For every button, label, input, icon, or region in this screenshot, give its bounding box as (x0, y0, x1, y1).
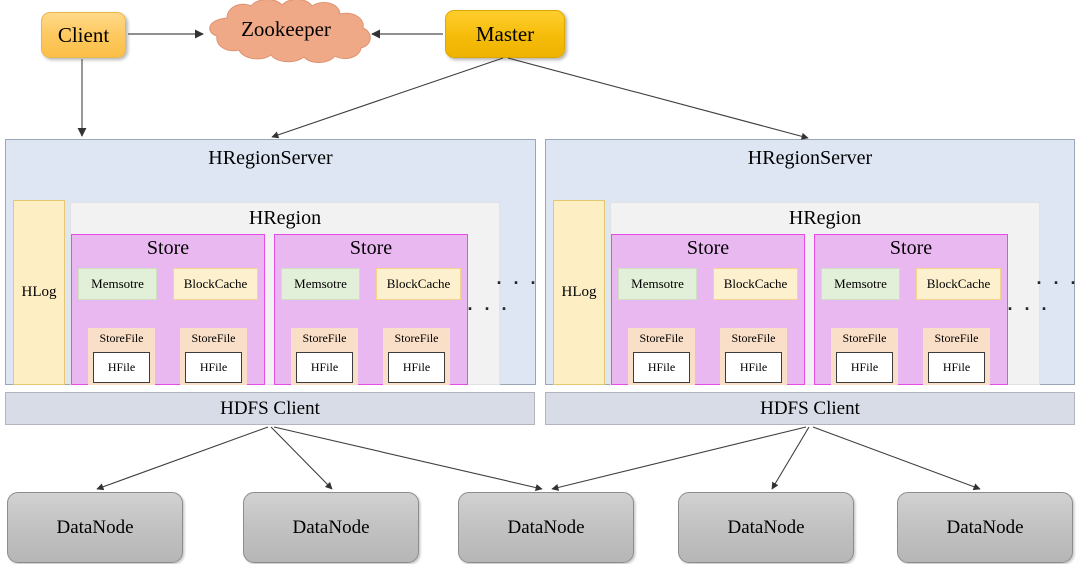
hfile-left-1-b[interactable]: HFile (185, 352, 242, 383)
client-label: Client (57, 22, 110, 47)
storefile-right-2-a-label: StoreFile (842, 331, 887, 345)
cloud-shape-icon (209, 0, 371, 63)
storefile-right-1-a-label: StoreFile (639, 331, 684, 345)
hregion-left-label: HRegion (248, 207, 322, 229)
hfile-left-1-a[interactable]: HFile (93, 352, 150, 383)
store-left-2-label: Store (349, 237, 393, 259)
zookeeper-label: Zookeeper (241, 17, 331, 41)
arrow-hdfs-left-to-datanode-2 (270, 426, 333, 490)
hdfs-client-left-label: HDFS Client (220, 397, 320, 419)
store-right-1-label: Store (686, 237, 730, 259)
blockcache-right-2[interactable]: BlockCache (916, 268, 1001, 300)
hfile-right-1-a-label: HFile (647, 360, 676, 374)
memstore-left-2[interactable]: Memsotre (281, 268, 360, 300)
hfile-left-2-b[interactable]: HFile (388, 352, 445, 383)
memstore-right-1-label: Memsotre (631, 276, 684, 291)
hfile-right-1-b-label: HFile (739, 360, 768, 374)
blockcache-right-2-label: BlockCache (926, 276, 991, 291)
hlog-right-label: HLog (561, 284, 597, 300)
hfile-left-1-b-label: HFile (199, 360, 228, 374)
client-node[interactable]: Client (41, 12, 126, 58)
hfile-left-2-a[interactable]: HFile (296, 352, 353, 383)
storefile-left-2-a-label: StoreFile (302, 331, 347, 345)
hregionserver-left-ellipsis: · · · (497, 273, 537, 293)
hregion-right-ellipsis: · · · (1008, 299, 1048, 319)
storefile-right-1-b-label: StoreFile (731, 331, 776, 345)
blockcache-left-1[interactable]: BlockCache (173, 268, 258, 300)
arrow-master-to-hregionserver-left (271, 57, 504, 139)
hfile-right-1-b[interactable]: HFile (725, 352, 782, 383)
hfile-right-2-a[interactable]: HFile (836, 352, 893, 383)
datanode-4[interactable]: DataNode (678, 492, 854, 563)
datanode-3-label: DataNode (507, 516, 585, 538)
datanode-3[interactable]: DataNode (458, 492, 634, 563)
hregionserver-right-label: HRegionServer (747, 147, 873, 169)
master-label: Master (475, 21, 535, 46)
memstore-right-2-label: Memsotre (834, 276, 887, 291)
hfile-left-1-a-label: HFile (107, 360, 136, 374)
memstore-right-1[interactable]: Memsotre (618, 268, 697, 300)
arrow-hdfs-left-to-datanode-3 (273, 426, 543, 492)
blockcache-left-2-label: BlockCache (386, 276, 451, 291)
hregionserver-left-ellipsis-label: · · · (496, 272, 540, 293)
hfile-right-2-a-label: HFile (850, 360, 879, 374)
hdfs-client-right-label: HDFS Client (760, 397, 860, 419)
arrow-hdfs-right-to-datanode-5 (812, 426, 981, 491)
arrow-hdfs-right-to-datanode-3 (551, 426, 807, 491)
arrow-master-to-hregionserver-right (507, 57, 809, 140)
hregion-right-ellipsis-label: · · · (1007, 298, 1051, 319)
storefile-left-1-a-label: StoreFile (99, 331, 144, 345)
blockcache-left-1-label: BlockCache (183, 276, 248, 291)
store-right-2-label: Store (889, 237, 933, 259)
hfile-right-1-a[interactable]: HFile (633, 352, 690, 383)
hfile-left-2-a-label: HFile (310, 360, 339, 374)
hregionserver-left-label: HRegionServer (208, 147, 333, 169)
arrow-hdfs-left-to-datanode-1 (96, 426, 269, 491)
hdfs-client-left[interactable]: HDFS Client (5, 392, 535, 425)
zookeeper-cloud[interactable]: Zookeeper (193, 0, 379, 64)
storefile-left-1-b-label: StoreFile (191, 331, 236, 345)
blockcache-right-1[interactable]: BlockCache (713, 268, 798, 300)
store-left-1-label: Store (146, 237, 190, 259)
arrow-hdfs-right-to-datanode-4 (771, 426, 810, 490)
datanode-1-label: DataNode (56, 516, 134, 538)
blockcache-right-1-label: BlockCache (723, 276, 788, 291)
hregion-left-ellipsis-label: · · · (467, 298, 511, 319)
datanode-5-label: DataNode (946, 516, 1024, 538)
hregionserver-right-ellipsis: · · · (1037, 273, 1077, 293)
datanode-5[interactable]: DataNode (897, 492, 1073, 563)
memstore-left-1-label: Memsotre (91, 276, 144, 291)
hlog-left-label: HLog (21, 284, 57, 300)
hregionserver-right-ellipsis-label: · · · (1036, 272, 1080, 293)
hlog-left[interactable]: HLog (13, 200, 65, 385)
master-node[interactable]: Master (445, 10, 565, 58)
datanode-2[interactable]: DataNode (243, 492, 419, 563)
hdfs-client-right[interactable]: HDFS Client (545, 392, 1075, 425)
hfile-right-2-b[interactable]: HFile (928, 352, 985, 383)
memstore-left-2-label: Memsotre (294, 276, 347, 291)
datanode-4-label: DataNode (727, 516, 805, 538)
storefile-left-2-b-label: StoreFile (394, 331, 439, 345)
hlog-right[interactable]: HLog (553, 200, 605, 385)
datanode-2-label: DataNode (292, 516, 370, 538)
storefile-right-2-b-label: StoreFile (934, 331, 979, 345)
hregion-left-ellipsis: · · · (468, 299, 508, 319)
hfile-right-2-b-label: HFile (942, 360, 971, 374)
hfile-left-2-b-label: HFile (402, 360, 431, 374)
blockcache-left-2[interactable]: BlockCache (376, 268, 461, 300)
hregion-right-label: HRegion (788, 207, 862, 229)
memstore-right-2[interactable]: Memsotre (821, 268, 900, 300)
datanode-1[interactable]: DataNode (7, 492, 183, 563)
memstore-left-1[interactable]: Memsotre (78, 268, 157, 300)
